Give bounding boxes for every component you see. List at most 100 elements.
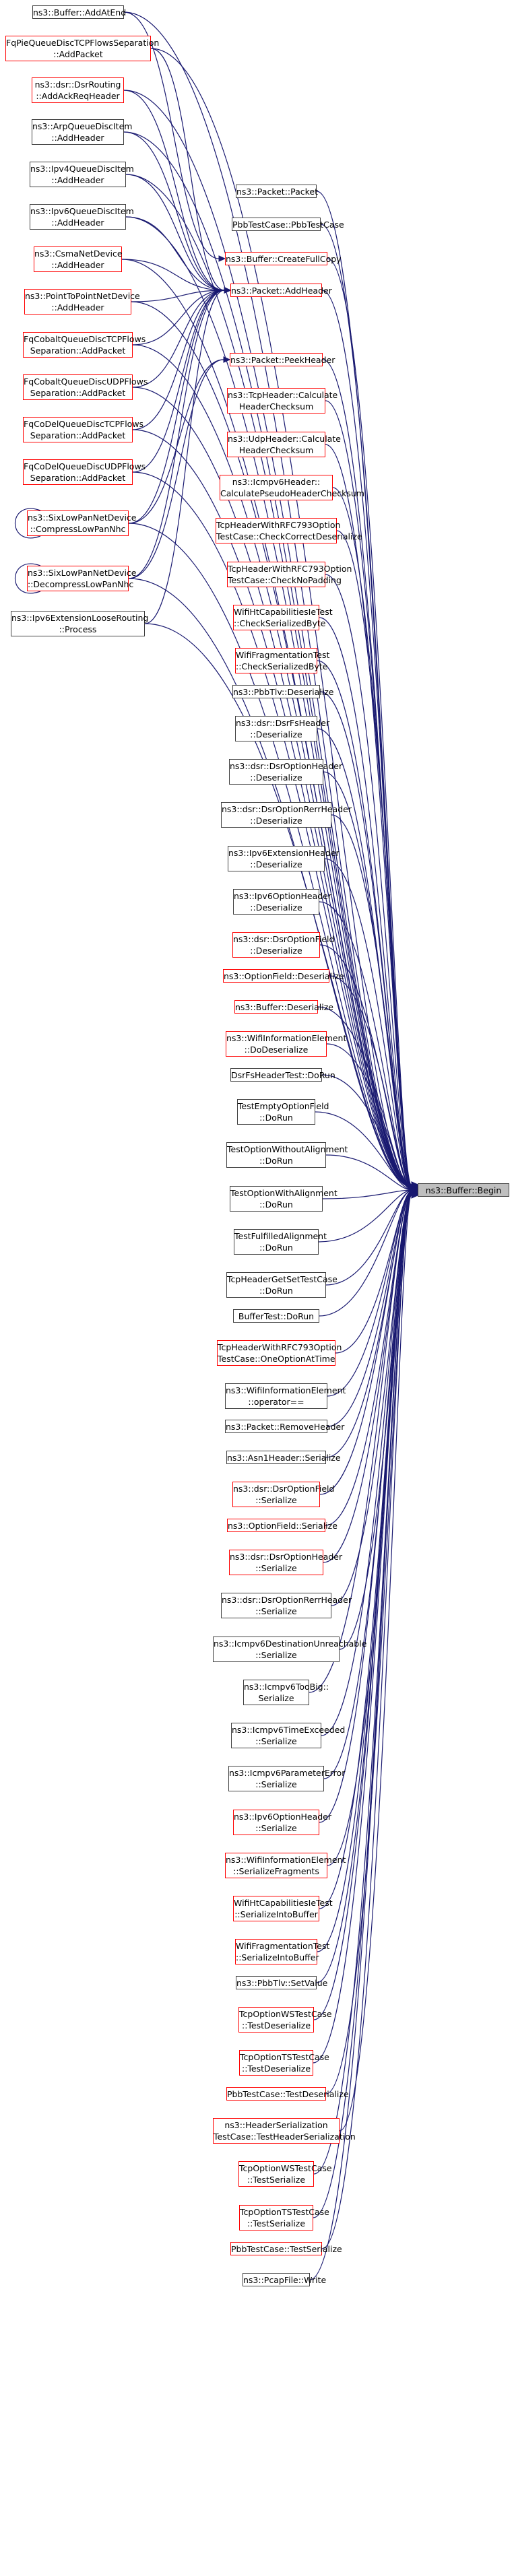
function-node-pbbtest-testser[interactable]: PbbTestCase::TestSerialize <box>230 2242 342 2255</box>
function-node-optfield-deser[interactable]: ns3::OptionField::Deserialize <box>223 969 344 983</box>
function-node-pcapfile-write[interactable]: ns3::PcapFile::Write <box>243 2273 326 2286</box>
function-node-wifi-ht-byte[interactable]: WifiHtCapabilitiesIeTest::CheckSerialize… <box>233 605 333 630</box>
function-node-tcpgetset-dorun[interactable]: TcpHeaderGetSetTestCase::DoRun <box>226 1272 338 1298</box>
function-node-ipv6ext-loose[interactable]: ns3::Ipv6ExtensionLooseRouting::Process <box>11 611 148 636</box>
function-node-testfulfilled-dorun[interactable]: TestFulfilledAlignment::DoRun <box>234 1229 327 1255</box>
edge-to-buffer-begin <box>324 858 412 1189</box>
function-node-dsrrerr-ser[interactable]: ns3::dsr::DsrOptionRerrHeader::Serialize <box>221 1593 352 1618</box>
function-node-dsr-addack[interactable]: ns3::dsr::DsrRouting::AddAckReqHeader <box>32 77 124 103</box>
node-label-line: ns3::PbbTlv::SetValue <box>236 1977 328 1988</box>
edge-to-buffer-begin <box>331 814 412 1189</box>
function-node-wifiht-serbuf[interactable]: WifiHtCapabilitiesIeTest::SerializeIntoB… <box>233 1896 333 1921</box>
edge-caller <box>121 259 225 291</box>
edge-to-buffer-begin <box>131 301 412 1187</box>
function-node-ipv4-addheader[interactable]: ns3::Ipv4QueueDiscItem::AddHeader <box>30 162 134 187</box>
node-label-line: ::AddHeader <box>51 302 104 312</box>
edge-caller <box>125 174 225 291</box>
function-node-dsrfield-deser[interactable]: ns3::dsr::DsrOptionField::Deserialize <box>232 932 334 958</box>
node-label-line: ::DoRun <box>259 1286 293 1296</box>
node-label-line: ::Serialize <box>255 1606 297 1616</box>
function-node-tcpws-testdeser[interactable]: TcpOptionWSTestCase::TestDeserialize <box>238 2007 332 2033</box>
node-label-line: ns3::dsr::DsrFsHeader <box>236 718 330 728</box>
function-node-wifiinfo-eq[interactable]: ns3::WifiInformationElement::operator== <box>225 1383 346 1409</box>
function-node-testwith-dorun[interactable]: TestOptionWithAlignment::DoRun <box>230 1186 338 1212</box>
function-node-pbbtest-testdeser[interactable]: PbbTestCase::TestDeserialize <box>226 2087 349 2101</box>
function-node-wifiinfo-dodeser[interactable]: ns3::WifiInformationElement::DoDeseriali… <box>226 1031 346 1057</box>
function-node-testempty-dorun[interactable]: TestEmptyOptionField::DoRun <box>237 1099 329 1125</box>
node-label-line: ns3::Asn1Header::Serialize <box>227 1452 341 1463</box>
function-node-icmpv6param-ser[interactable]: ns3::Icmpv6ParameterError::Serialize <box>228 1766 345 1791</box>
function-node-ipv6opt-ser[interactable]: ns3::Ipv6OptionHeader::Serialize <box>233 1810 331 1835</box>
function-node-dsrfstest-dorun[interactable]: DsrFsHeaderTest::DoRun <box>230 1068 335 1082</box>
node-label-line: Separation::AddPacket <box>30 430 126 440</box>
function-node-dsrfield-ser[interactable]: ns3::dsr::DsrOptionField::Serialize <box>232 1482 334 1507</box>
edge-to-buffer-begin <box>325 1190 412 1286</box>
function-node-icmpv6dest-ser[interactable]: ns3::Icmpv6DestinationUnreachable::Seria… <box>213 1637 366 1662</box>
function-node-ipv6opt-deser[interactable]: ns3::Ipv6OptionHeader::Deserialize <box>233 889 331 915</box>
edge-caller <box>128 359 224 579</box>
function-node-pbbtlv-deser[interactable]: ns3::PbbTlv::Deserialize <box>232 685 333 698</box>
target-node-buffer-begin: ns3::Buffer::Begin <box>418 1183 509 1197</box>
function-node-tcpts-testser[interactable]: TcpOptionTSTestCase::TestSerialize <box>239 2205 329 2231</box>
node-label-line: WifiFragmentationTest <box>236 650 330 660</box>
function-node-optfield-ser[interactable]: ns3::OptionField::Serialize <box>227 1519 338 1532</box>
function-node-csma-addheader[interactable]: ns3::CsmaNetDevice::AddHeader <box>34 246 123 272</box>
node-label-line: ns3::dsr::DsrRouting <box>34 79 121 90</box>
function-node-addatend[interactable]: ns3::Buffer::AddAtEnd <box>32 5 126 19</box>
function-node-packet-peekheader[interactable]: ns3::Packet::PeekHeader <box>230 353 335 366</box>
node-label-line: ns3::Packet::PeekHeader <box>230 354 335 365</box>
function-node-dsropt-ser[interactable]: ns3::dsr::DsrOptionHeader::Serialize <box>229 1550 342 1575</box>
function-node-createfullcopy[interactable]: ns3::Buffer::CreateFullCopy <box>225 252 342 265</box>
function-node-ipv6ext-deser[interactable]: ns3::Ipv6ExtensionHeader::Deserialize <box>228 846 340 871</box>
node-label-line: ::TestSerialize <box>247 2175 306 2185</box>
function-node-icmpv6-calc[interactable]: ns3::Icmpv6Header::CalculatePseudoHeader… <box>220 475 364 500</box>
function-node-asn1-ser[interactable]: ns3::Asn1Header::Serialize <box>226 1451 341 1464</box>
edge-to-buffer-begin <box>327 1193 412 1866</box>
node-label-line: ns3::Packet::Packet <box>236 186 319 197</box>
function-node-tcpts-testdeser[interactable]: TcpOptionTSTestCase::TestDeserialize <box>239 2050 329 2076</box>
edge-to-buffer-begin <box>327 258 412 1186</box>
function-node-buffer-deser[interactable]: ns3::Buffer::Deserialize <box>234 1000 333 1014</box>
edge-to-buffer-begin <box>125 216 412 1186</box>
node-label-line: ns3::Icmpv6TooBig:: <box>244 1682 329 1692</box>
function-node-packet-removeheader[interactable]: ns3::Packet::RemoveHeader <box>225 1420 344 1433</box>
function-node-fqpie-add[interactable]: FqPieQueueDiscTCPFlowsSeparation::AddPac… <box>5 36 159 61</box>
edge-to-buffer-begin <box>309 1195 412 2280</box>
function-node-packet-packet[interactable]: ns3::Packet::Packet <box>236 185 319 198</box>
function-node-pbb-test[interactable]: PbbTestCase::PbbTestCase <box>232 218 344 231</box>
function-node-packet-addheader[interactable]: ns3::Packet::AddHeader <box>230 284 332 297</box>
function-node-dsrrerr-deser[interactable]: ns3::dsr::DsrOptionRerrHeader::Deseriali… <box>221 802 352 828</box>
node-label-line: TcpHeaderWithRFC793Option <box>228 564 352 574</box>
function-node-arp-addheader[interactable]: ns3::ArpQueueDiscItem::AddHeader <box>32 119 132 145</box>
function-node-wifiinfo-serfrag[interactable]: ns3::WifiInformationElement::SerializeFr… <box>225 1853 346 1878</box>
node-label-line: ns3::OptionField::Serialize <box>228 1520 338 1531</box>
edge-to-buffer-begin <box>325 574 412 1188</box>
function-node-tcpws-testser[interactable]: TcpOptionWSTestCase::TestSerialize <box>238 2161 332 2187</box>
function-node-sixlowpan-decomp[interactable]: ns3::SixLowPanNetDevice::DecompressLowPa… <box>27 566 136 591</box>
function-node-buffertest-dorun[interactable]: BufferTest::DoRun <box>233 1309 319 1323</box>
node-label-line: ::SerializeFragments <box>233 1866 319 1876</box>
function-node-wifi-frag-byte[interactable]: WifiFragmentationTest::CheckSerializedBy… <box>235 648 330 673</box>
node-label-line: ::Deserialize <box>250 729 302 739</box>
function-node-ipv6-addheader[interactable]: ns3::Ipv6QueueDiscItem::AddHeader <box>30 204 134 230</box>
function-node-dsrfs-deser[interactable]: ns3::dsr::DsrFsHeader::Deserialize <box>235 716 330 741</box>
function-node-dsropt-deser[interactable]: ns3::dsr::DsrOptionHeader::Deserialize <box>229 759 342 785</box>
node-label-line: BufferTest::DoRun <box>238 1311 315 1321</box>
function-node-icmpv6toobig-ser[interactable]: ns3::Icmpv6TooBig::Serialize <box>243 1680 329 1705</box>
function-node-pbbtlv-setvalue[interactable]: ns3::PbbTlv::SetValue <box>236 1976 328 1989</box>
function-node-testwithout-dorun[interactable]: TestOptionWithoutAlignment::DoRun <box>226 1142 348 1168</box>
function-node-sixlowpan-comp[interactable]: ns3::SixLowPanNetDevice::CompressLowPanN… <box>27 510 136 536</box>
function-node-icmpv6time-ser[interactable]: ns3::Icmpv6TimeExceeded::Serialize <box>231 1723 345 1748</box>
function-node-p2p-addheader[interactable]: ns3::PointToPointNetDevice::AddHeader <box>24 289 140 315</box>
function-node-wififrag-serbuf[interactable]: WifiFragmentationTest::SerializeIntoBuff… <box>235 1939 329 1964</box>
